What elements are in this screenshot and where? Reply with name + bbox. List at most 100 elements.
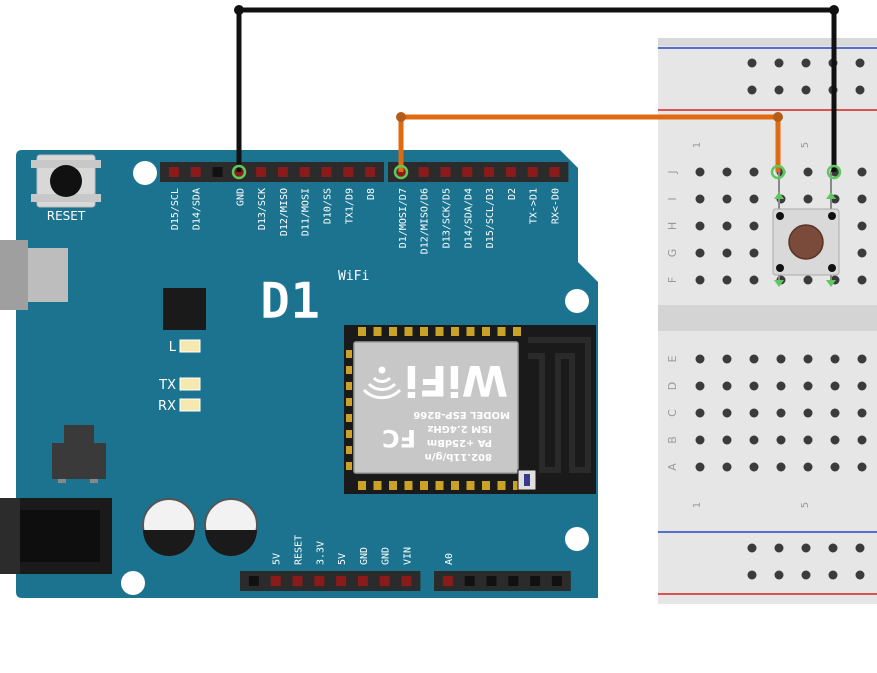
mounting-hole (121, 571, 145, 595)
header-pin[interactable] (505, 167, 516, 177)
rail-hole (747, 543, 757, 553)
module-pad (497, 481, 506, 490)
column-number-bottom-1: 1 (692, 502, 703, 508)
header-pin[interactable] (314, 576, 325, 586)
breadboard-hole (722, 354, 732, 364)
header-pin[interactable] (277, 167, 288, 177)
header-pin[interactable] (484, 167, 495, 177)
row-letter-J: J (666, 170, 679, 174)
header-pin[interactable] (551, 576, 562, 586)
antenna-trace (528, 337, 591, 473)
module-pad (420, 481, 428, 490)
breadboard-hole (695, 221, 705, 231)
breadboard-hole (722, 435, 732, 445)
pin-label: D2 (507, 188, 518, 200)
pin-headers (160, 162, 571, 591)
module-pad (346, 366, 352, 374)
row-letter-D: D (666, 382, 679, 390)
breadboard-hole (803, 275, 813, 285)
button-corner-pin (828, 264, 836, 272)
breadboard-hole (749, 462, 759, 472)
header-pin[interactable] (299, 167, 310, 177)
pin-label: D1/MOSI/D7 (398, 188, 409, 248)
module-pad (451, 327, 459, 336)
led-l (179, 339, 201, 353)
pin-label: GND (235, 188, 246, 206)
header-pin[interactable] (343, 167, 354, 177)
header-pin[interactable] (530, 576, 541, 586)
header-pin[interactable] (486, 576, 497, 586)
breadboard-hole (722, 275, 732, 285)
wire-bend (829, 5, 839, 15)
breadboard-hole (803, 167, 813, 177)
row-letter-G: G (666, 249, 679, 258)
module-pad (482, 327, 490, 336)
header-pin[interactable] (357, 576, 368, 586)
module-pads (346, 327, 521, 490)
esp8266-module: 802.11b/g/n PA +25dBm ISM 2.4GHz MODEL E… (344, 325, 596, 494)
header-pin[interactable] (365, 167, 376, 177)
breadboard-hole (776, 435, 786, 445)
breadboard-hole (722, 408, 732, 418)
breadboard-hole (722, 221, 732, 231)
breadboard-hole (830, 354, 840, 364)
pin-label: GND (381, 547, 392, 565)
breadboard-hole (830, 408, 840, 418)
header-pin[interactable] (256, 167, 267, 177)
rail-hole (801, 543, 811, 553)
header-pin[interactable] (418, 167, 429, 177)
header-pin[interactable] (508, 576, 519, 586)
header-pin[interactable] (190, 167, 201, 177)
reset-button[interactable] (31, 154, 101, 208)
breadboard-hole (722, 248, 732, 258)
pin-label: D15/SCL (170, 188, 181, 230)
header-pin[interactable] (270, 576, 281, 586)
led-tx (179, 377, 201, 391)
header-pin[interactable] (321, 167, 332, 177)
module-text-model: MODEL ESP-8266 (413, 409, 510, 420)
module-pad (373, 327, 382, 336)
header-pin[interactable] (442, 576, 453, 586)
row-letter-E: E (666, 355, 679, 362)
breadboard-hole (803, 462, 813, 472)
header-pin[interactable] (549, 167, 560, 177)
breadboard-hole (722, 194, 732, 204)
wire-d7[interactable] (398, 114, 781, 172)
module-pad (482, 481, 490, 490)
module-text-power: PA +25dBm (427, 437, 492, 448)
header-pin[interactable] (440, 167, 451, 177)
breadboard-hole (776, 462, 786, 472)
header-pin[interactable] (401, 576, 412, 586)
column-number-top-1: 1 (692, 142, 703, 148)
breadboard-hole (749, 167, 759, 177)
board-logo: D1 (260, 272, 320, 330)
column-number-bottom-5: 5 (800, 502, 811, 508)
breadboard-hole (749, 408, 759, 418)
header-pin[interactable] (379, 576, 390, 586)
rail-hole (855, 570, 865, 580)
header-pin[interactable] (292, 576, 303, 586)
module-pad (389, 327, 397, 336)
led-rx (179, 398, 201, 412)
row-letter-H: H (666, 222, 679, 230)
usb-connector (0, 240, 68, 310)
header-pin[interactable] (462, 167, 473, 177)
breadboard-hole (857, 435, 867, 445)
module-pad (346, 462, 352, 470)
rail-hole (855, 85, 865, 95)
breadboard-hole (695, 275, 705, 285)
breadboard-hole (695, 167, 705, 177)
breadboard-hole (857, 354, 867, 364)
button-cap[interactable] (789, 225, 823, 259)
header-pin[interactable] (212, 167, 223, 177)
rail-hole (747, 58, 757, 68)
header-pin[interactable] (527, 167, 538, 177)
push-button[interactable] (772, 172, 840, 287)
breadboard-hole (857, 381, 867, 391)
module-pad (373, 481, 382, 490)
header-pin[interactable] (248, 576, 259, 586)
wire-gnd[interactable] (236, 7, 837, 172)
header-pin[interactable] (464, 576, 475, 586)
header-pin[interactable] (168, 167, 179, 177)
header-pin[interactable] (336, 576, 347, 586)
